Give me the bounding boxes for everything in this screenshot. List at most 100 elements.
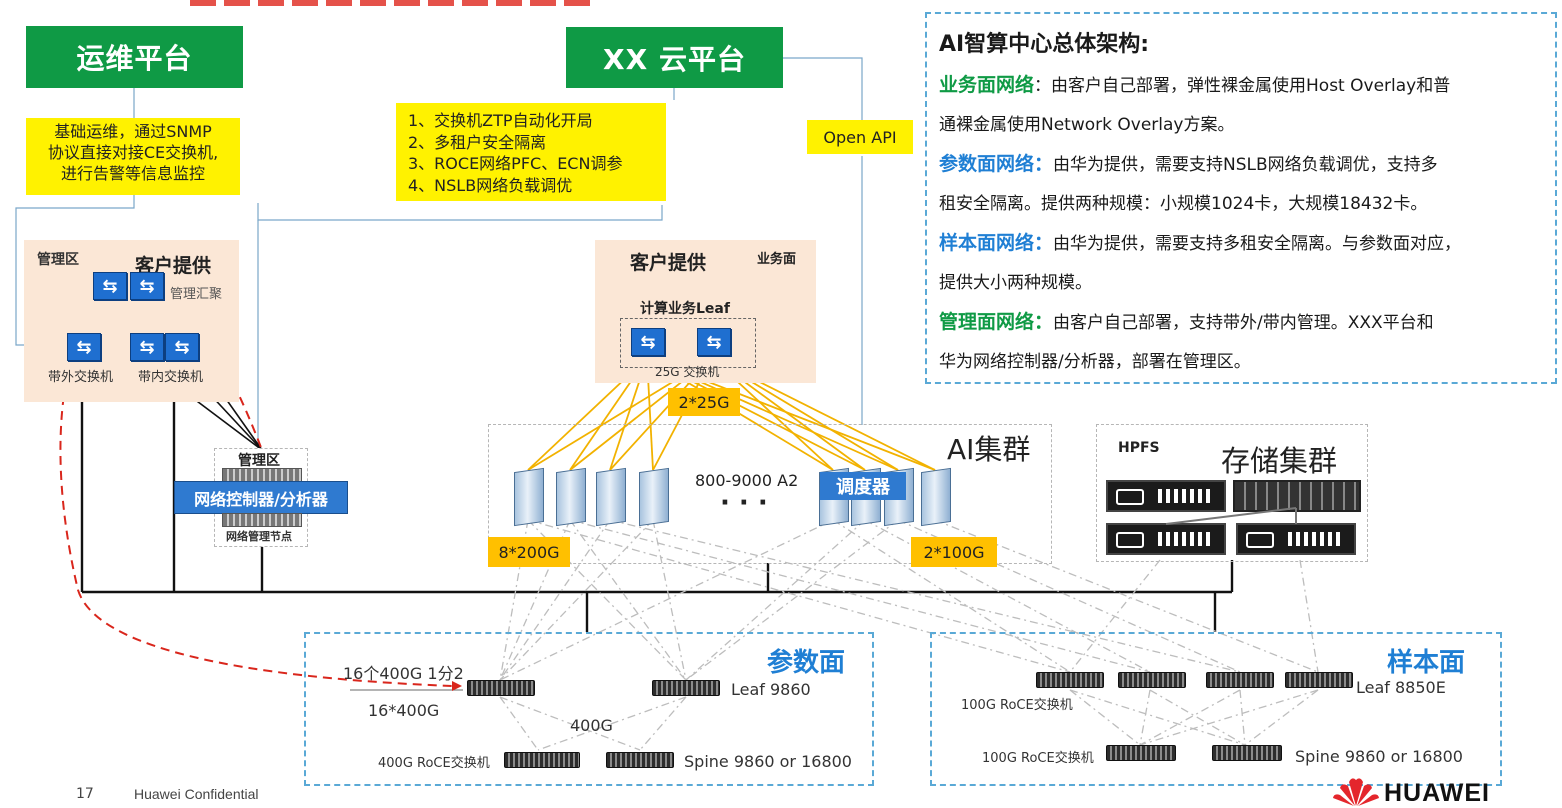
sample-leaf-switch (1206, 672, 1274, 688)
leaf-link-tag: 2*25G (668, 388, 740, 416)
sample-net-line: 由华为提供，需要支持多租安全隔离。与参数面对应， (1053, 234, 1462, 254)
param-leaf-switch (652, 680, 720, 696)
param-uplink-label: 16*400G (368, 701, 440, 720)
link-tag-left-label: 8*200G (498, 542, 560, 562)
open-api-box: Open API (807, 120, 913, 154)
panel-row: 样本面网络：由华为提供，需要支持多租安全隔离。与参数面对应， (939, 224, 1555, 264)
ai-server (921, 467, 951, 527)
mgmt-area (24, 240, 239, 402)
clipped-heading (190, 0, 590, 8)
sample-leaf-switch (1285, 672, 1353, 688)
link-tag-right-label: 2*100G (923, 542, 985, 562)
panel-row: 租安全隔离。提供两种规模：小规模1024卡，大规模18432卡。 (939, 185, 1555, 224)
mgmt-agg-switch-icon: ⇆ (93, 272, 127, 300)
leaf-switch-icon: ⇆ (631, 328, 665, 356)
cloud-note-line: 3、ROCE网络PFC、ECN调参 (408, 154, 623, 173)
mgmt-node-area-label: 管理区 (238, 453, 280, 469)
sample-leaf-switch (1036, 672, 1104, 688)
param-net-line: 由华为提供，需要支持NSLB网络负载调优，支持多 (1053, 155, 1438, 175)
ai-server (639, 467, 669, 527)
server-unit-icon (222, 468, 302, 482)
param-spine-switch (504, 752, 580, 768)
link-tag-left: 8*200G (488, 537, 570, 567)
oob-switch-label: 带外交换机 (48, 370, 114, 385)
inband-switch-icon: ⇆ (130, 333, 164, 361)
cloud-platform-title: XX 云平台 (603, 42, 746, 76)
ops-platform-title: 运维平台 (76, 42, 193, 75)
leaf-link-tag-label: 2*25G (678, 392, 730, 412)
biz-area (595, 240, 816, 383)
server-unit-icon (222, 513, 302, 527)
biz-net-line: 通裸金属使用Network Overlay方案。 (939, 115, 1235, 135)
panel-title: AI智算中心总体架构: (939, 32, 1150, 57)
link-tag-right: 2*100G (911, 537, 997, 567)
sample-net-line: 提供大小两种规模。 (939, 273, 1092, 293)
param-split-label: 16个400G 1分2 (343, 664, 464, 683)
param-net-line: 租安全隔离。提供两种规模：小规模1024卡，大规模18432卡。 (939, 194, 1428, 214)
mgmt-net-line: 华为网络控制器/分析器，部署在管理区。 (939, 352, 1251, 372)
ops-note-line: 进行告警等信息监控 (60, 164, 205, 183)
oob-switch-icon: ⇆ (67, 333, 101, 361)
param-plane-title: 参数面 (767, 648, 846, 678)
biz-area-label: 业务面 (757, 252, 797, 267)
ai-server (556, 467, 586, 527)
ops-note: 基础运维，通过SNMP 协议直接对接CE交换机, 进行告警等信息监控 (26, 118, 240, 195)
mgmt-area-label: 管理区 (37, 252, 79, 268)
sample-leaf-switch (1118, 672, 1186, 688)
mgmt-agg-label: 管理汇聚 (170, 287, 223, 302)
param-spine-label: Spine 9860 or 16800 (684, 752, 852, 771)
sample-roce-bottom-label: 100G RoCE交换机 (982, 751, 1094, 766)
ai-count-label: 800-9000 A2 (695, 471, 799, 490)
cloud-platform-header: XX 云平台 (566, 27, 783, 88)
sample-plane-box (930, 632, 1502, 786)
cloud-note-line: 1、交换机ZTP自动化开局 (408, 111, 593, 130)
ai-cluster-title: AI集群 (947, 433, 1031, 466)
storage-links (1165, 507, 1297, 525)
sample-roce-top-label: 100G RoCE交换机 (961, 698, 1073, 713)
ops-note-line: 基础运维，通过SNMP (54, 122, 212, 141)
storage-cluster-title: 存储集群 (1221, 444, 1338, 478)
panel-row: 通裸金属使用Network Overlay方案。 (939, 106, 1555, 145)
huawei-brand: HUAWEI (1384, 779, 1490, 807)
param-plane-box (304, 632, 874, 786)
biz-net-head: 业务面网络 (939, 74, 1035, 96)
storage-unit (1106, 480, 1226, 512)
param-spine-switch (606, 752, 674, 768)
param-net-head: 参数面网络： (939, 153, 1054, 175)
ops-platform-header: 运维平台 (26, 26, 243, 88)
ops-note-line: 协议直接对接CE交换机, (47, 143, 219, 162)
ai-server (514, 467, 544, 527)
cloud-note: 1、交换机ZTP自动化开局 2、多租户安全隔离 3、ROCE网络PFC、ECN调… (396, 103, 666, 201)
inband-switch-label: 带内交换机 (138, 370, 204, 385)
sample-net-head: 样本面网络： (939, 232, 1054, 254)
leaf-switch-label: 25G 交换机 (655, 365, 720, 379)
panel-row: 参数面网络：由华为提供，需要支持NSLB网络负载调优，支持多 (939, 145, 1555, 185)
cloud-note-line: 4、NSLB网络负载调优 (408, 175, 573, 195)
inband-switch-icon: ⇆ (165, 333, 199, 361)
open-api-label: Open API (823, 127, 897, 147)
ai-server (596, 467, 626, 527)
biz-provider-label: 客户提供 (630, 252, 707, 274)
sample-spine-label: Spine 9860 or 16800 (1295, 747, 1463, 766)
leaf-switch-icon: ⇆ (697, 328, 731, 356)
ai-cluster-box (488, 424, 1052, 564)
param-mid-label: 400G (570, 716, 613, 735)
param-roce-label: 400G RoCE交换机 (378, 756, 490, 771)
storage-unit (1236, 523, 1356, 555)
sample-spine-switch (1106, 745, 1176, 761)
sample-plane-title: 样本面 (1387, 648, 1466, 678)
leaf-title: 计算业务Leaf (640, 301, 730, 317)
confidential-label: Huawei Confidential (134, 786, 259, 802)
mgmt-provider-label: 客户提供 (135, 255, 212, 277)
mgmt-net-head: 管理面网络： (939, 311, 1054, 333)
hpfs-label: HPFS (1118, 440, 1160, 456)
storage-cluster-box (1096, 424, 1368, 562)
controller-label: 网络控制器/分析器 (194, 489, 328, 509)
sample-spine-switch (1212, 745, 1282, 761)
panel-row: 华为网络控制器/分析器，部署在管理区。 (939, 343, 1555, 382)
scheduler-label: 调度器 (836, 477, 890, 498)
storage-unit (1106, 523, 1226, 555)
architecture-text-panel: AI智算中心总体架构: 业务面网络：由客户自己部署，弹性裸金属使用Host Ov… (925, 12, 1557, 384)
mgmt-node-label: 网络管理节点 (226, 530, 292, 543)
leaf-group-box (620, 318, 756, 368)
